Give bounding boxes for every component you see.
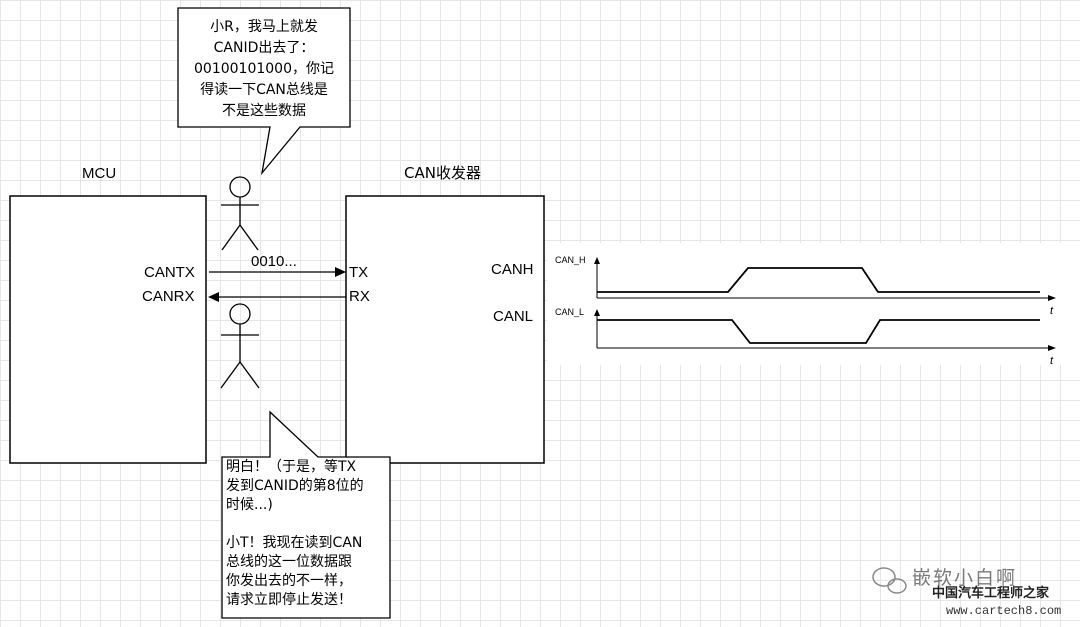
watermark-channel: 嵌软小白啊 <box>912 567 1018 589</box>
stick-figure-top <box>221 176 259 251</box>
bubble-top-line: 得读一下CAN总线是 <box>200 82 328 98</box>
tx-arrow <box>209 267 346 277</box>
waveform-canl-label: CAN_L <box>555 307 585 317</box>
canl-signal <box>597 319 1040 344</box>
bubble-bottom-line: 时候...) <box>226 497 273 513</box>
bubble-bottom-line: 请求立即停止发送！ <box>226 592 352 608</box>
speech-bubble-top-text: 小R，我马上就发 CANID出去了： 00100101000，你记 得读一下CA… <box>180 17 348 122</box>
waveform-t-label-bottom: t <box>1050 355 1054 367</box>
bubble-bottom-line <box>226 515 388 534</box>
bubble-bottom-line: 总线的这一位数据跟 <box>226 554 352 570</box>
speech-bubble-top-shape <box>177 7 351 176</box>
bubble-bottom-line: 你发出去的不一样， <box>226 573 352 589</box>
mcu-box <box>9 195 207 464</box>
bubble-top-line: 不是这些数据 <box>222 103 306 119</box>
bubble-bottom-line: 小T！我现在读到CAN <box>226 535 363 551</box>
rx-arrow <box>208 292 346 302</box>
watermark-site-url: www.cartech8.com <box>946 604 1062 618</box>
bubble-top-line: 00100101000，你记 <box>194 61 334 77</box>
bubble-bottom-line: 明白！（于是，等TX <box>226 459 357 475</box>
speech-bubble-bottom-text: 明白！（于是，等TX 发到CANID的第8位的 时候...) 小T！我现在读到C… <box>226 458 388 610</box>
canh-label: CANH <box>491 261 534 278</box>
bubble-top-line: 小R，我马上就发 <box>210 19 318 35</box>
transceiver-title: CAN收发器 <box>404 164 481 182</box>
rx-label: RX <box>349 288 370 305</box>
bits-label: 0010... <box>251 253 297 270</box>
transceiver-box <box>345 195 545 464</box>
waveform-canh-label: CAN_H <box>555 255 586 265</box>
tx-label: TX <box>349 264 369 281</box>
speech-bubble-bottom-shape <box>221 410 391 619</box>
bubble-bottom-line: 发到CANID的第8位的 <box>226 478 364 494</box>
waveform-t-label-top: t <box>1050 305 1054 317</box>
cantx-label: CANTX <box>144 264 195 281</box>
mcu-title: MCU <box>82 165 117 182</box>
watermark-site-name: 中国汽车工程师之家 <box>932 586 1050 601</box>
canrx-label: CANRX <box>142 288 195 305</box>
waveform-panel <box>547 243 1080 365</box>
canl-label: CANL <box>493 308 534 325</box>
canh-signal <box>597 267 1040 293</box>
stick-figure-bottom <box>220 303 260 389</box>
bubble-top-line: CANID出去了： <box>213 40 315 56</box>
wechat-icon <box>872 567 907 594</box>
